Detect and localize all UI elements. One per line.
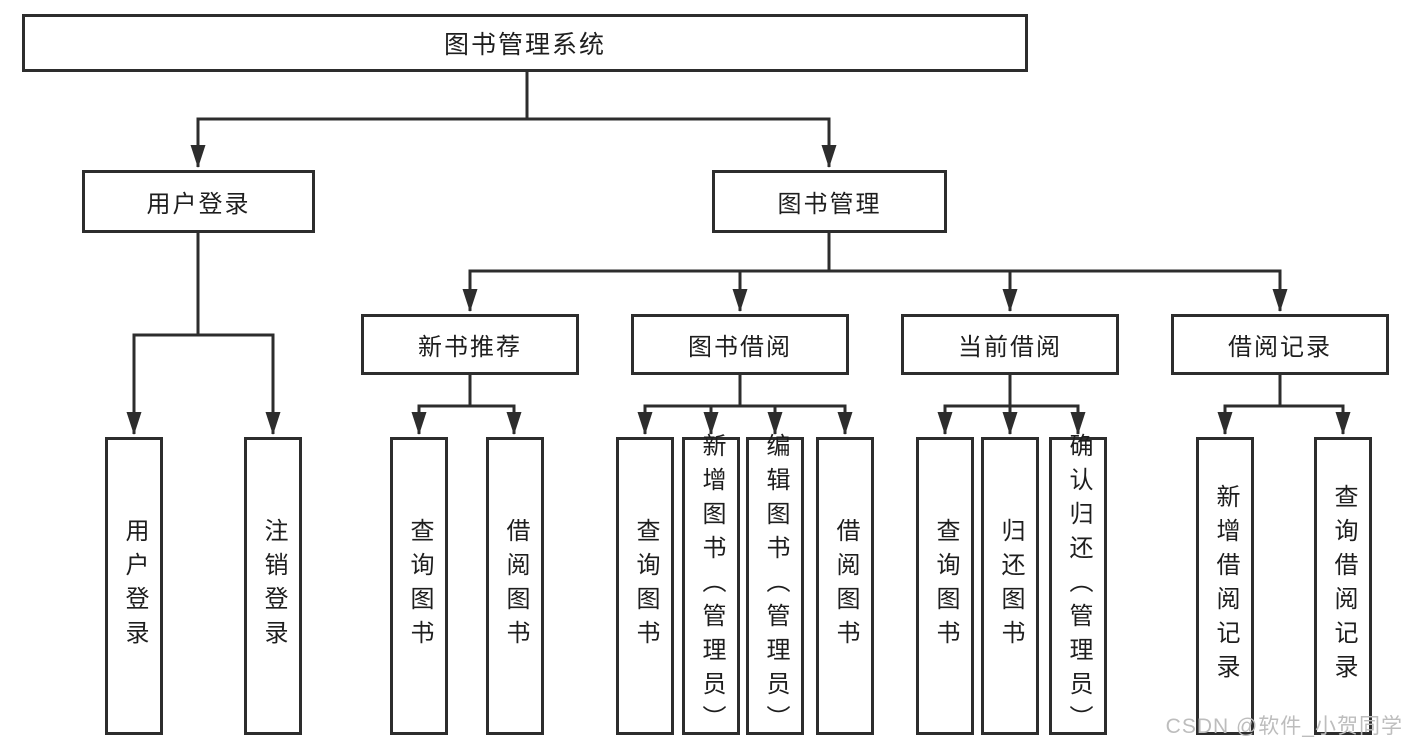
leaf-confirm-return-admin-label: 确认归还（管理员） xyxy=(1065,433,1092,739)
node-book-borrow: 图书借阅 xyxy=(631,314,849,375)
leaf-return-book: 归还图书 xyxy=(981,437,1039,735)
node-book-management: 图书管理 xyxy=(712,170,947,233)
node-root-label: 图书管理系统 xyxy=(443,31,606,59)
leaf-borrow-book-2: 借阅图书 xyxy=(816,437,874,735)
leaf-query-borrow-record: 查询借阅记录 xyxy=(1314,437,1372,735)
leaf-logout: 注销登录 xyxy=(244,437,302,735)
leaf-query-book-3-label: 查询图书 xyxy=(932,518,959,654)
node-current-borrow: 当前借阅 xyxy=(901,314,1119,375)
leaf-add-book-admin-label: 新增图书（管理员） xyxy=(698,433,725,739)
node-new-book-recommend: 新书推荐 xyxy=(361,314,579,375)
node-borrow-record: 借阅记录 xyxy=(1171,314,1389,375)
node-book-management-label: 图书管理 xyxy=(777,191,882,218)
leaf-query-book-1: 查询图书 xyxy=(390,437,448,735)
leaf-add-borrow-record-label: 新增借阅记录 xyxy=(1212,484,1239,688)
node-new-book-recommend-label: 新书推荐 xyxy=(418,334,522,361)
leaf-query-borrow-record-label: 查询借阅记录 xyxy=(1330,484,1357,688)
leaf-add-book-admin: 新增图书（管理员） xyxy=(682,433,740,739)
leaf-query-book-2: 查询图书 xyxy=(616,437,674,735)
leaf-borrow-book-1-label: 借阅图书 xyxy=(502,518,529,654)
node-borrow-record-label: 借阅记录 xyxy=(1228,334,1332,361)
node-current-borrow-label: 当前借阅 xyxy=(958,334,1062,361)
leaf-edit-book-admin-label: 编辑图书（管理员） xyxy=(762,433,789,739)
leaf-user-login: 用户登录 xyxy=(105,437,163,735)
leaf-query-book-1-label: 查询图书 xyxy=(406,518,433,654)
leaf-user-login-label: 用户登录 xyxy=(121,518,148,654)
node-root: 图书管理系统 xyxy=(22,14,1028,72)
leaf-query-book-2-label: 查询图书 xyxy=(632,518,659,654)
leaf-logout-label: 注销登录 xyxy=(260,518,287,654)
leaf-add-borrow-record: 新增借阅记录 xyxy=(1196,437,1254,735)
leaf-return-book-label: 归还图书 xyxy=(997,518,1024,654)
node-book-borrow-label: 图书借阅 xyxy=(688,334,792,361)
leaf-borrow-book-1: 借阅图书 xyxy=(486,437,544,735)
node-user-login-label: 用户登录 xyxy=(146,191,251,218)
leaf-borrow-book-2-label: 借阅图书 xyxy=(832,518,859,654)
leaf-confirm-return-admin: 确认归还（管理员） xyxy=(1049,433,1107,739)
leaf-query-book-3: 查询图书 xyxy=(916,437,974,735)
leaf-edit-book-admin: 编辑图书（管理员） xyxy=(746,433,804,739)
node-user-login: 用户登录 xyxy=(82,170,315,233)
watermark: CSDN @软件_小贺同学 xyxy=(1165,715,1403,738)
